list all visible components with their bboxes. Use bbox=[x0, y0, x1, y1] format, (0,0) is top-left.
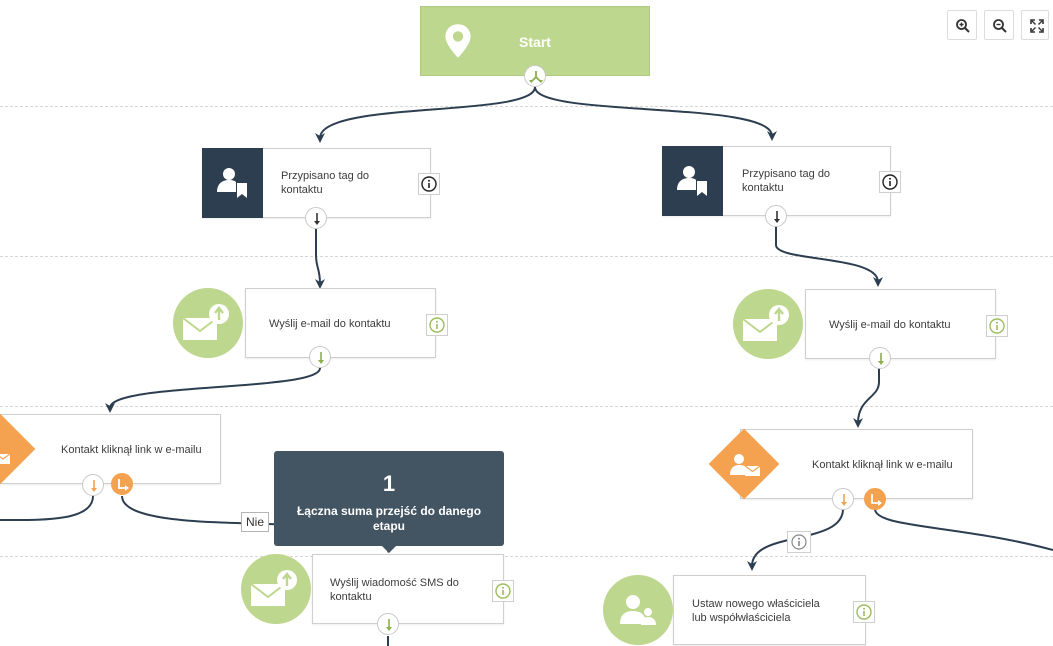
node-label: Ustaw nowego właściciela lub współwłaści… bbox=[692, 598, 820, 624]
info-icon bbox=[495, 583, 511, 599]
sms-send-icon bbox=[250, 570, 297, 606]
fullscreen-button[interactable] bbox=[1021, 10, 1049, 40]
info-button[interactable] bbox=[426, 314, 448, 336]
row-divider bbox=[0, 556, 1053, 557]
user-mail-icon bbox=[730, 454, 761, 476]
owner-node-icon bbox=[603, 575, 673, 645]
node-label: Kontakt kliknął link w e-mailu bbox=[61, 444, 202, 456]
info-button[interactable] bbox=[853, 601, 875, 623]
info-icon bbox=[856, 604, 872, 620]
link-clicked-node[interactable]: Kontakt kliknął link w e-mailu bbox=[0, 414, 221, 484]
output-port[interactable] bbox=[869, 347, 891, 369]
zoom-in-button[interactable] bbox=[947, 10, 977, 40]
arrow-down-icon bbox=[318, 352, 324, 364]
zoom-out-icon bbox=[993, 19, 1007, 33]
yes-output-port[interactable] bbox=[832, 488, 854, 510]
user-tag-icon bbox=[677, 166, 707, 196]
info-icon bbox=[882, 174, 898, 190]
sms-node-icon bbox=[241, 554, 311, 624]
zoom-out-button[interactable] bbox=[984, 10, 1014, 40]
output-port[interactable] bbox=[309, 346, 331, 368]
transition-count-tooltip: 1 Łączna suma przejść do danego etapu bbox=[274, 451, 504, 553]
arrow-down-icon bbox=[91, 480, 97, 492]
email-send-icon bbox=[182, 304, 229, 340]
info-icon bbox=[421, 176, 437, 192]
info-button[interactable] bbox=[492, 580, 514, 602]
info-icon bbox=[989, 318, 1005, 334]
node-label: Wyślij wiadomość SMS do kontaktu bbox=[330, 577, 459, 603]
users-icon bbox=[620, 595, 656, 625]
email-send-icon bbox=[742, 305, 789, 341]
info-icon bbox=[429, 317, 445, 333]
arrow-down-icon bbox=[841, 494, 847, 506]
tag-assigned-node[interactable]: Przypisano tag do kontaktu bbox=[202, 148, 440, 218]
turn-right-arrow-icon bbox=[871, 494, 882, 506]
set-owner-node[interactable]: Ustaw nowego właściciela lub współwłaści… bbox=[673, 575, 875, 645]
yes-output-port[interactable] bbox=[82, 474, 104, 496]
email-node-icon bbox=[733, 289, 803, 359]
email-node-icon bbox=[173, 288, 243, 358]
no-output-port[interactable] bbox=[111, 473, 133, 495]
info-button[interactable] bbox=[787, 531, 811, 553]
node-label: Kontakt kliknął link w e-mailu bbox=[812, 459, 953, 471]
transition-count: 1 bbox=[382, 471, 396, 496]
start-node[interactable]: Start bbox=[420, 6, 650, 76]
node-label: Wyślij e-mail do kontaktu bbox=[269, 318, 391, 330]
fullscreen-icon bbox=[1030, 19, 1044, 33]
info-button[interactable] bbox=[418, 173, 440, 195]
branch-label-no: Nie bbox=[241, 512, 269, 532]
tooltip-text: Łączna suma przejść do danego etapu bbox=[296, 504, 482, 533]
user-mail-icon bbox=[0, 453, 11, 464]
zoom-in-icon bbox=[956, 19, 970, 33]
arrow-down-icon bbox=[386, 619, 392, 631]
send-email-node[interactable]: Wyślij e-mail do kontaktu bbox=[805, 289, 1008, 359]
send-email-node[interactable]: Wyślij e-mail do kontaktu bbox=[245, 288, 448, 358]
row-divider bbox=[0, 406, 1053, 407]
info-icon bbox=[791, 534, 807, 550]
output-port[interactable] bbox=[377, 613, 399, 635]
arrow-down-icon bbox=[878, 353, 884, 365]
arrow-down-icon bbox=[314, 213, 320, 225]
output-port[interactable] bbox=[765, 205, 787, 227]
tooltip-caret bbox=[382, 546, 396, 553]
tag-icon-panel bbox=[662, 146, 723, 216]
split-arrow-icon bbox=[529, 71, 543, 83]
turn-right-arrow-icon bbox=[118, 479, 129, 491]
row-divider bbox=[0, 106, 1053, 107]
start-label: Start bbox=[519, 34, 551, 50]
location-pin-icon bbox=[445, 24, 471, 58]
start-split-port[interactable] bbox=[524, 65, 546, 87]
node-label: Przypisano tag do kontaktu bbox=[742, 168, 831, 194]
node-label: Przypisano tag do kontaktu bbox=[281, 170, 370, 196]
node-label: Wyślij e-mail do kontaktu bbox=[829, 319, 951, 331]
arrow-down-icon bbox=[774, 211, 780, 223]
no-output-port[interactable] bbox=[864, 488, 886, 510]
output-port[interactable] bbox=[305, 207, 327, 229]
info-button[interactable] bbox=[986, 315, 1008, 337]
info-button[interactable] bbox=[879, 171, 901, 193]
user-tag-icon bbox=[217, 168, 247, 198]
tag-icon-panel bbox=[202, 148, 263, 218]
row-divider bbox=[0, 256, 1053, 257]
send-sms-node[interactable]: Wyślij wiadomość SMS do kontaktu bbox=[312, 554, 514, 624]
